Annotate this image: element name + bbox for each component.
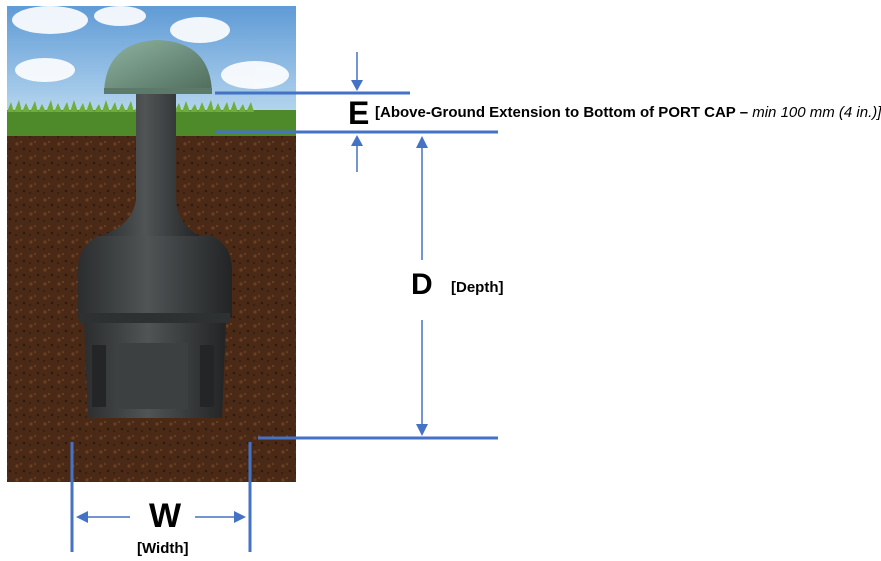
e-arrow-top-head	[351, 80, 363, 91]
grass-blades	[7, 100, 254, 112]
w-arrow-right-head	[234, 511, 246, 523]
e-caption-main: [Above-Ground Extension to Bottom of POR…	[375, 104, 753, 121]
e-caption-minimum: min 100 mm (4 in.)]	[752, 104, 881, 121]
d-letter: D	[411, 268, 433, 301]
w-letter: W	[149, 497, 182, 535]
clouds	[12, 6, 289, 89]
port-cap	[104, 40, 212, 92]
w-arrow-left-head	[76, 511, 88, 523]
sensor-device	[78, 40, 232, 418]
d-arrow-bottom-head	[416, 424, 428, 436]
device-stem	[100, 94, 200, 236]
e-caption: [Above-Ground Extension to Bottom of POR…	[375, 104, 881, 121]
e-arrow-bottom-head	[351, 135, 363, 146]
dimension-lines	[70, 52, 498, 552]
w-caption: [Width]	[137, 540, 189, 557]
d-arrow-top-head	[416, 136, 428, 148]
device-collar	[80, 313, 230, 323]
e-letter: E	[348, 95, 370, 131]
device-slots	[92, 343, 214, 409]
d-caption: [Depth]	[451, 279, 504, 296]
device-upper-body	[78, 236, 232, 318]
port-cap-rim	[104, 88, 212, 94]
